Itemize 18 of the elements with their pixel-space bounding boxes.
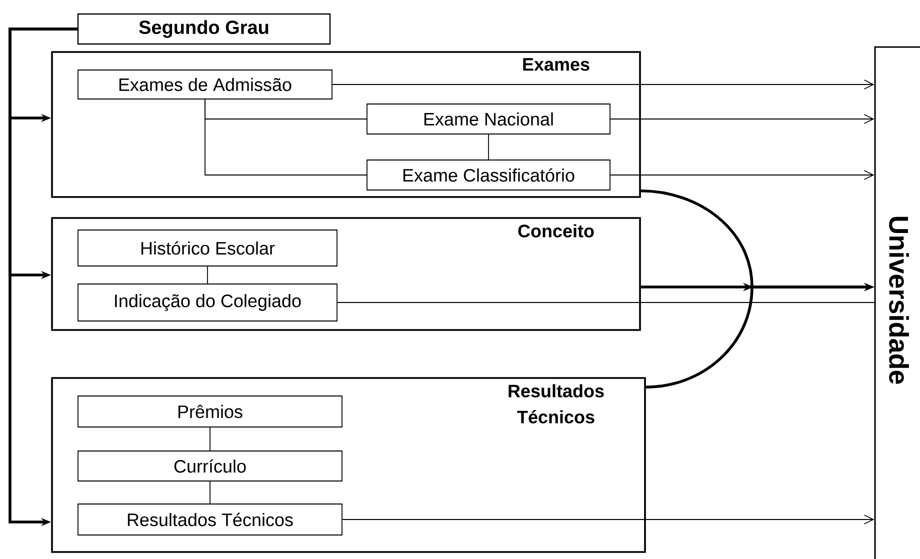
connector-line bbox=[207, 266, 208, 284]
item-box: Exame Nacional bbox=[366, 104, 610, 134]
heading-box: Segundo Grau bbox=[77, 13, 331, 45]
connector-line bbox=[488, 134, 489, 160]
arrow bbox=[610, 114, 874, 124]
item-box: Exames de Admissão bbox=[78, 70, 332, 100]
item-box: Exame Classificatório bbox=[366, 160, 610, 190]
arrow bbox=[342, 514, 874, 524]
item-box: Histórico Escolar bbox=[78, 230, 338, 266]
arrow bbox=[332, 80, 874, 90]
item-box: Currículo bbox=[78, 450, 342, 482]
side-box: Universidade bbox=[874, 46, 920, 559]
connector-line bbox=[204, 99, 367, 176]
item-box: Prêmios bbox=[78, 396, 342, 428]
connector-line bbox=[337, 302, 875, 303]
arrow bbox=[610, 170, 874, 180]
item-box: Resultados Técnicos bbox=[78, 504, 342, 536]
item-box: Indicação do Colegiado bbox=[78, 284, 338, 322]
